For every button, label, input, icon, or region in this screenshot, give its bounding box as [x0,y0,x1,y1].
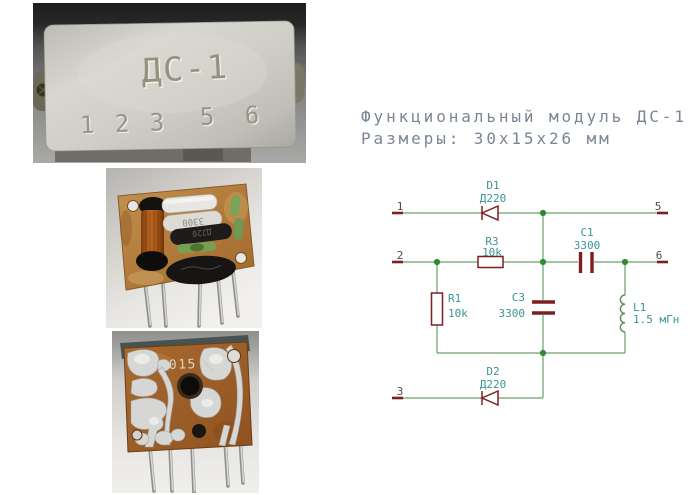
label-c3-value: 3300 [499,307,526,320]
component-labels: D1 Д220 R3 10k C1 3300 R1 10k C3 3300 L1… [448,179,679,391]
scratch-mark [203,360,214,372]
terminal-3: 3 [397,385,404,398]
pcb-bottom-hole-bottomleft [131,429,143,441]
pcb-bottom-hole-bottommid [192,424,206,438]
capacitor-c3-symbol [532,300,555,315]
pcb-serial-marking: 015 [169,357,197,373]
component-symbols [430,204,626,407]
case-body [43,20,297,152]
diode-d1-symbol [480,204,499,222]
module-title: Функциональный модуль ДС-1 [361,107,687,126]
label-d2-value: Д220 [480,378,507,391]
case-stamp-pins: 1 2 3 1 2 3 5 6 5 6 [80,101,269,141]
label-c3-ref: C3 [512,291,525,304]
pcb-top-board: 3300 Д220 [117,183,255,291]
resistor-r3-symbol [477,255,504,269]
schematic-wires [400,212,660,399]
case-lower-shadow [183,148,223,161]
green-component-2 [233,218,244,241]
label-l1-ref: L1 [633,301,646,314]
inductor-coil-component [136,197,168,271]
label-l1-value: 1.5 мГн [633,313,679,326]
white-capacitor-1 [161,194,218,214]
case-pins-left: 1 2 3 [80,108,168,139]
resistor-r1-symbol [430,292,444,326]
label-d1-ref: D1 [486,179,499,192]
title-block: Функциональный модуль ДС-1 Размеры: 30x1… [361,106,687,150]
inductor-l1-symbol [619,294,626,333]
case-stamp: ДС-1 ДС-1 [140,47,231,92]
label-d1-value: Д220 [480,192,507,205]
case-pins-right-highlight: 5 6 [201,102,269,132]
label-r1-value: 10k [448,307,468,320]
pcb-top-hole-left [127,200,139,212]
photo-pcb-component-side: 3300 Д220 [106,168,262,328]
terminal-1: 1 [397,200,404,213]
module-dimensions: Размеры: 30x15x26 мм [361,129,612,148]
label-r3-ref: R3 [485,235,498,248]
green-component-1 [230,195,241,217]
case-pins-left-highlight: 1 2 3 [81,109,169,140]
solder-traces [127,344,243,448]
black-diode-component: Д220 [170,223,232,245]
label-r1-ref: R1 [448,292,461,305]
black-blob-component [166,255,236,285]
case-stamp-model-highlight: ДС-1 [142,48,231,92]
label-r3-value: 10k [482,246,502,259]
terminal-labels: 1 2 3 5 6 [397,200,663,398]
diode-d2-symbol [480,389,499,407]
pcb-top-pins [143,270,240,328]
pcb-bottom-hole-topright [227,349,241,363]
diode-marking: Д220 [192,227,212,238]
capacitor-marking: 3300 [182,215,205,227]
pcb-top-hole-right [235,252,247,264]
label-c1-ref: C1 [580,226,593,239]
green-component-3 [177,241,216,254]
terminal-2: 2 [397,249,404,262]
photo-pcb-solder-side: 015 [112,331,259,493]
terminal-5: 5 [655,200,662,213]
center-hole [180,376,200,396]
label-c1-value: 3300 [574,239,601,252]
solder-highlights [134,354,223,425]
terminal-ticks [392,211,668,400]
capacitor-c1-symbol [578,252,594,273]
junction-dots [433,209,629,357]
case-pins-right: 5 6 [199,101,267,131]
case-stamp-model: ДС-1 [140,47,229,91]
terminal-6: 6 [656,249,663,262]
photo-module-case: ДС-1 ДС-1 1 2 3 1 2 3 5 6 5 6 [33,3,306,163]
label-d2-ref: D2 [486,365,499,378]
circuit-schematic: D1 Д220 R3 10k C1 3300 R1 10k C3 3300 L1… [392,179,679,407]
pcb-bottom-board: 015 [123,341,253,453]
